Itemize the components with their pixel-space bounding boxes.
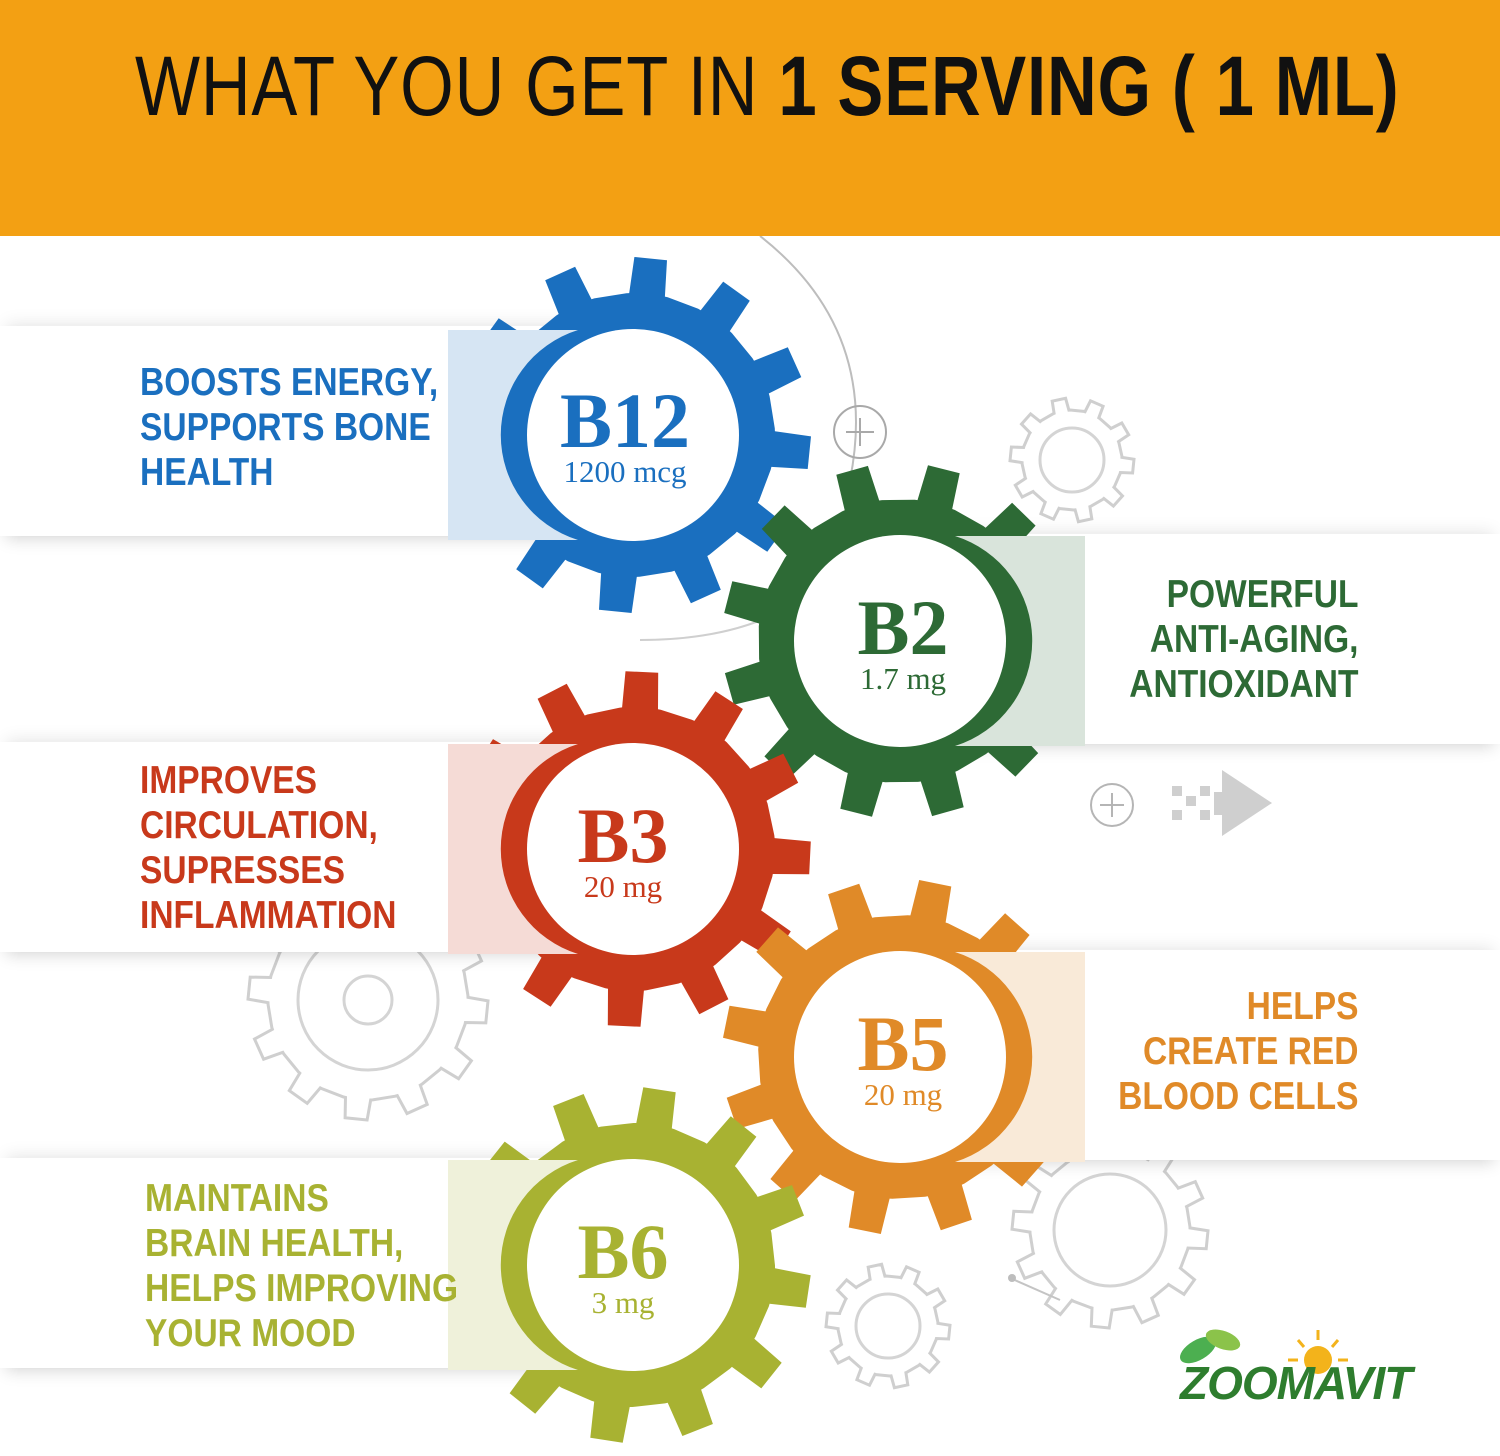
title-bold: 1 SERVING ( 1 ML) <box>778 39 1400 133</box>
benefit-b5: HELPS CREATE RED BLOOD CELLS <box>1118 984 1358 1119</box>
benefit-line: BLOOD CELLS <box>1117 1075 1358 1118</box>
label-b6: B6 3 mg <box>528 1208 718 1320</box>
gear-center <box>794 535 1006 747</box>
vitamin-dose: 20 mg <box>863 1077 943 1112</box>
page-title: WHAT YOU GET IN 1 SERVING ( 1 ML) <box>135 38 1399 135</box>
benefit-line: CREATE RED <box>1142 1030 1358 1073</box>
vitamin-name: B3 <box>577 792 669 879</box>
benefit-line: HELPS <box>1246 985 1358 1028</box>
label-b2: B2 1.7 mg <box>808 584 998 696</box>
gear-b3 <box>448 671 811 1027</box>
benefit-line: INFLAMMATION <box>140 894 397 937</box>
logo-text: ZOOMAVIT <box>1180 1357 1412 1409</box>
gear-b6 <box>448 1087 811 1443</box>
vitamin-dose: 1.7 mg <box>859 661 947 696</box>
gear-highlight <box>955 952 1085 1162</box>
benefit-b12: BOOSTS ENERGY, SUPPORTS BONE HEALTH <box>140 360 438 495</box>
gear-outline-icon <box>824 1262 952 1390</box>
label-b12: B12 1200 mcg <box>530 377 720 489</box>
benefit-b2: POWERFUL ANTI-AGING, ANTIOXIDANT <box>1129 572 1358 707</box>
vitamin-name: B12 <box>559 377 691 464</box>
benefit-line: BRAIN HEALTH, <box>145 1222 404 1265</box>
gear-outline-icon <box>1008 396 1136 524</box>
leaf-icon <box>1179 1329 1241 1364</box>
vitamin-dose: 20 mg <box>583 869 663 904</box>
gear-b2 <box>724 465 1085 817</box>
header-banner: WHAT YOU GET IN 1 SERVING ( 1 ML) <box>0 0 1500 236</box>
gear-center <box>527 1159 739 1371</box>
gear-highlight <box>448 1160 578 1370</box>
vitamin-name: B5 <box>857 1000 949 1087</box>
benefit-line: ANTIOXIDANT <box>1128 663 1358 706</box>
gear-highlight <box>448 330 578 540</box>
benefit-line: POWERFUL <box>1166 573 1358 616</box>
gear-outline-hole <box>1052 1172 1168 1288</box>
gear-outline-hub <box>342 974 394 1026</box>
benefit-line: ANTI-AGING, <box>1149 618 1358 661</box>
sun-icon <box>1288 1330 1348 1374</box>
gear-highlight <box>448 744 578 954</box>
gear-outline-hole <box>854 1292 922 1360</box>
gear-b5 <box>723 880 1085 1234</box>
benefit-b3: IMPROVES CIRCULATION, SUPRESSES INFLAMMA… <box>140 758 396 938</box>
vitamin-name: B2 <box>857 584 949 671</box>
vitamin-name: B6 <box>577 1208 669 1295</box>
plus-icon <box>833 405 887 459</box>
gear-b12 <box>448 257 811 613</box>
label-b5: B5 20 mg <box>808 1000 998 1112</box>
vitamin-dose: 3 mg <box>591 1285 655 1320</box>
plus-icon <box>1090 783 1134 827</box>
benefit-line: BOOSTS ENERGY, <box>140 361 439 404</box>
title-regular: WHAT YOU GET IN <box>135 39 779 133</box>
background-decoration <box>246 236 1272 1390</box>
logo-graphic <box>1179 1329 1348 1374</box>
benefit-b6: MAINTAINS BRAIN HEALTH, HELPS IMPROVING … <box>145 1176 458 1356</box>
benefit-line: HELPS IMPROVING <box>145 1267 459 1310</box>
gear-outline-hole <box>1038 426 1106 494</box>
benefit-line: MAINTAINS <box>145 1177 329 1220</box>
benefit-line: CIRCULATION, <box>140 804 378 847</box>
gear-center <box>527 329 739 541</box>
label-b3: B3 20 mg <box>528 792 718 904</box>
gear-center <box>794 951 1006 1163</box>
vitamin-dose: 1200 mcg <box>563 454 687 489</box>
benefit-line: SUPPORTS BONE <box>140 406 431 449</box>
benefit-line: SUPRESSES <box>140 849 346 892</box>
gear-center <box>527 743 739 955</box>
benefit-line: IMPROVES <box>140 759 318 802</box>
arrow-icon <box>1172 770 1272 836</box>
gear-highlight <box>955 536 1085 746</box>
benefit-line: HEALTH <box>140 451 274 494</box>
benefit-line: YOUR MOOD <box>145 1312 356 1355</box>
